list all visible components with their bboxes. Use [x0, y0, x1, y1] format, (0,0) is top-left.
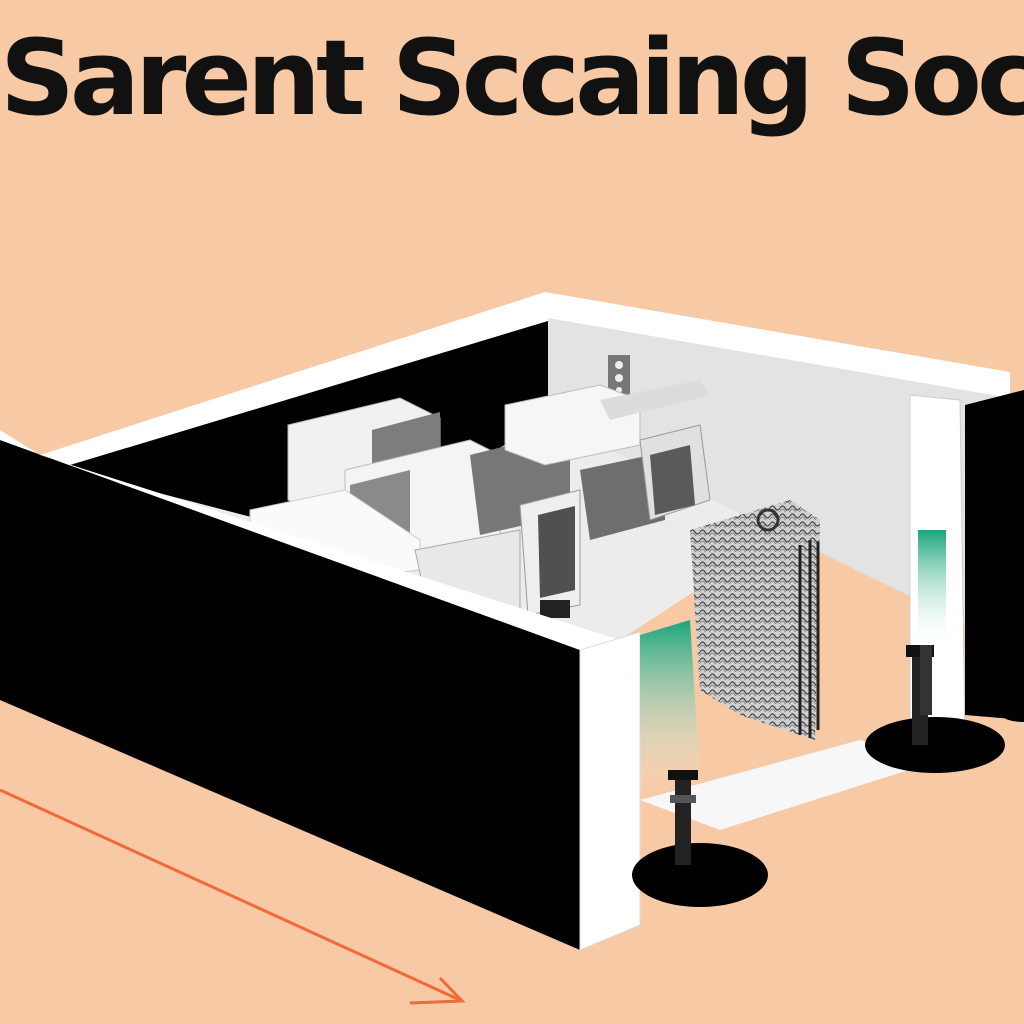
back-left-wall-top — [40, 292, 558, 465]
front-left-wall — [0, 440, 580, 950]
hanging-cables — [798, 540, 820, 738]
inner-floor-light — [640, 740, 940, 830]
front-wall-endcap — [579, 631, 641, 951]
teal-glow-doorway — [640, 620, 700, 800]
front-left-wall-top — [0, 430, 620, 650]
far-right-wall — [965, 390, 1024, 720]
edge-stand — [994, 655, 1024, 722]
cable-mesh — [690, 500, 820, 740]
camera-tripod-icon — [632, 770, 768, 907]
arrow-icon — [0, 788, 466, 1005]
back-right-wall-top — [545, 292, 1010, 398]
headline-title: Sarent Sccaing Socso — [0, 18, 1024, 138]
microphone-stand-icon — [865, 645, 1005, 773]
teal-glow-right — [918, 530, 946, 650]
cable-spool — [756, 508, 780, 532]
